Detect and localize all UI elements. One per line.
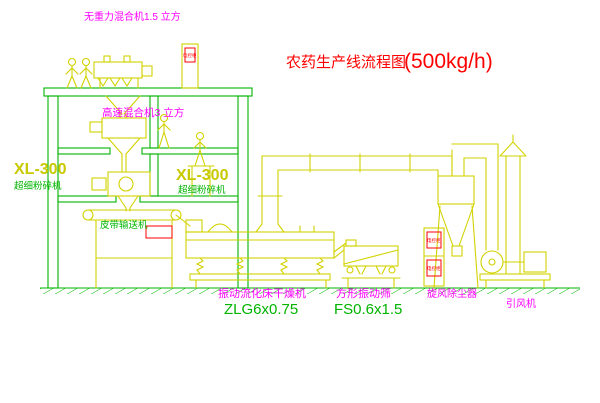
belt-conveyor xyxy=(82,209,191,289)
cabinet-label: 电控柜 xyxy=(183,52,197,59)
high-speed-mixer xyxy=(89,117,147,173)
dryer-outlet-chute xyxy=(333,242,347,259)
mill-discharge-chute xyxy=(117,195,139,212)
worker-figure-4 xyxy=(187,131,215,197)
operator-platform xyxy=(187,165,215,197)
column-left xyxy=(47,95,59,289)
dryer-hood xyxy=(207,223,233,233)
column-interior-mid xyxy=(149,153,159,197)
fan-motor xyxy=(523,251,547,273)
label-top-mixer: 无重力混合机1.5 立方 xyxy=(84,10,181,23)
worker-figure-1 xyxy=(65,57,79,89)
cyclone-separator xyxy=(433,143,499,289)
floor-slab-3-left xyxy=(57,195,117,203)
label-belt-conveyor: 皮带输送机 xyxy=(100,219,148,231)
label-mill-mid-name: 超细粉碎机 xyxy=(178,184,226,196)
cabinet-label: 电控柜 xyxy=(427,237,441,244)
label-dryer-name: 振动流化床干燥机 xyxy=(218,286,306,300)
dryer-spring xyxy=(195,257,205,275)
cabinet-label: 电控柜 xyxy=(427,265,441,272)
label-high-speed-mixer: 高速混合机3 立方 xyxy=(102,106,184,119)
fluid-bed-dryer xyxy=(185,219,347,289)
label-mill-left-model: XL-300 xyxy=(14,161,67,178)
worker-figure-3 xyxy=(157,113,171,149)
column-right xyxy=(237,95,249,289)
floor-slab-2-right xyxy=(141,147,239,155)
exhaust-stack xyxy=(499,134,527,275)
induced-draft-fan xyxy=(479,250,551,289)
exhaust-duct xyxy=(257,153,453,225)
label-screen-model: FS0.6x1.5 xyxy=(334,301,402,318)
dryer-spring xyxy=(235,257,245,275)
label-screen-name: 方形振动筛 xyxy=(336,286,391,300)
label-cyclone: 旋风除尘器 xyxy=(427,287,477,300)
dryer-spring xyxy=(279,257,289,275)
column-interior-upper xyxy=(149,95,159,149)
diagram-title-capacity: (500kg/h) xyxy=(404,50,493,73)
gravity-mixer xyxy=(93,55,153,119)
floor-slab-3-right xyxy=(139,195,239,203)
label-dryer-model: ZLG6x0.75 xyxy=(224,301,298,318)
roof-discharge-funnel xyxy=(105,95,141,119)
floor-slab-2-left xyxy=(57,147,111,155)
stack-cap xyxy=(499,134,527,157)
belt-discharge-chute xyxy=(175,214,191,227)
roof-slab xyxy=(43,87,253,97)
ground-line xyxy=(40,287,580,294)
label-fan: 引风机 xyxy=(506,297,536,310)
vibrating-screen xyxy=(341,239,401,289)
screen-discharge-spouts xyxy=(355,265,387,275)
worker-figure-2 xyxy=(79,57,93,89)
label-mill-mid-model: XL-300 xyxy=(176,167,229,184)
control-cabinet-ground: 电控柜 电控柜 xyxy=(423,227,445,287)
label-mill-left-name: 超细粉碎机 xyxy=(14,180,62,192)
dryer-feed-inlet xyxy=(145,225,173,239)
control-cabinet-roof: 电控柜 xyxy=(181,43,199,89)
dryer-spring xyxy=(315,257,325,275)
diagram-title: 农药生产线流程图 xyxy=(286,54,406,71)
pulverizer-xl300 xyxy=(91,171,151,212)
